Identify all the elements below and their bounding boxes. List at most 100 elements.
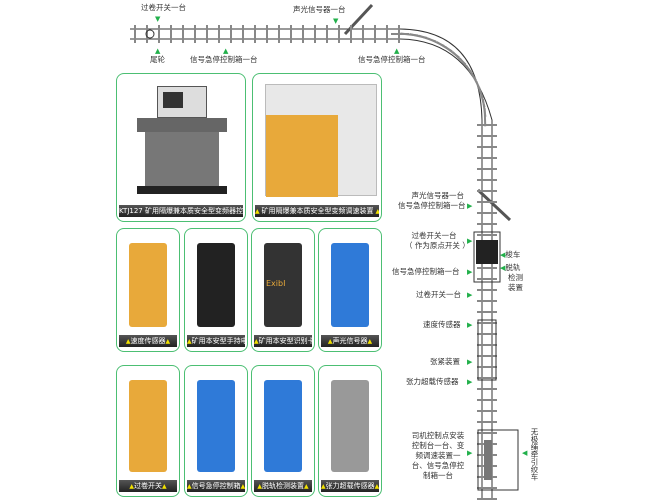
caption-text: 脱轨检测装置 bbox=[262, 482, 304, 490]
product-card-vfd: ▲ 矿用隔爆兼本质安全型变频调速装置 ▲ bbox=[252, 73, 382, 222]
marker-icon: ▶ bbox=[467, 449, 473, 457]
speed-sensor-image bbox=[129, 243, 167, 327]
id-card-text: ExibI bbox=[266, 279, 286, 288]
control-console-image bbox=[137, 86, 227, 196]
caption-marker-icon: ▲ bbox=[327, 338, 333, 345]
caption-text: 过卷开关 bbox=[134, 482, 162, 490]
marker-icon: ▶ bbox=[467, 202, 473, 210]
label-estop-1: 信号急停控制箱一台 bbox=[190, 55, 258, 64]
caption-text: 矿用本安型手持电台 bbox=[191, 337, 245, 345]
product-caption: ▲张力超载传感器▲ bbox=[321, 480, 379, 492]
marker-icon: ▶ bbox=[467, 358, 473, 366]
marker-icon: ▶ bbox=[467, 378, 473, 386]
product-card-control-console: KTJ127 矿用隔爆兼本质安全型变频器控制台 bbox=[116, 73, 246, 222]
label-line: 频调速装置一 bbox=[415, 451, 461, 460]
caption-text: 矿用隔爆兼本质安全型变频调速装置 bbox=[261, 207, 374, 215]
label-line: 控制台一台、变 bbox=[411, 441, 465, 450]
track-tie bbox=[483, 108, 487, 127]
caption-marker-icon: ▲ bbox=[129, 483, 134, 490]
product-card-radio: ▲矿用本安型手持电台▲ bbox=[184, 228, 248, 352]
label-line: 脱轨 bbox=[505, 263, 521, 272]
shuttle-car bbox=[476, 240, 498, 264]
label-top-limit-switch: 过卷开关一台 bbox=[141, 3, 186, 12]
caption-marker-icon: ▲ bbox=[162, 483, 167, 490]
label-line: 制箱一台 bbox=[423, 471, 453, 480]
label-speed-sensor: 速度传感器 bbox=[423, 320, 461, 329]
marker-icon: ◀ bbox=[522, 449, 528, 457]
limit-switch-image bbox=[129, 380, 167, 472]
label-line: （ 作为原点开关 ） bbox=[405, 241, 470, 250]
label-right-signal: 声光信号器一台信号急停控制箱一台 bbox=[398, 191, 466, 211]
label-line: 声光信号器一台 bbox=[411, 191, 465, 200]
product-caption: ▲ 矿用隔爆兼本质安全型变频调速装置 ▲ bbox=[255, 205, 379, 217]
label-tension-sensor: 张力超载传感器 bbox=[406, 377, 459, 386]
vfd-image bbox=[265, 84, 377, 197]
product-caption: KTJ127 矿用隔爆兼本质安全型变频器控制台 bbox=[119, 205, 243, 217]
caption-marker-icon: ▲ bbox=[255, 208, 262, 215]
caption-marker-icon: ▲ bbox=[367, 338, 373, 345]
marker-icon: ▼ bbox=[155, 15, 161, 23]
label-driver: 司机控制点安装控制台一台、变频调速装置一台、信号急停控制箱一台 bbox=[410, 431, 466, 481]
label-winch: 无极绳牵引绞车 bbox=[530, 428, 539, 481]
label-estop-3: 信号急停控制箱一台 bbox=[392, 267, 460, 276]
label-shuttle: ◀梭车 bbox=[500, 250, 520, 260]
marker-icon: ▶ bbox=[467, 237, 473, 245]
marker-icon: ▲ bbox=[155, 47, 161, 55]
label-line: 司机控制点安装 bbox=[411, 431, 465, 440]
product-caption: ▲过卷开关▲ bbox=[119, 480, 177, 492]
caption-text: 声光信号器 bbox=[332, 337, 368, 345]
caption-marker-icon: ▲ bbox=[240, 483, 245, 490]
estop-box-image bbox=[197, 380, 235, 472]
label-text: 梭车 bbox=[505, 250, 521, 259]
label-top-signal: 声光信号器一台 bbox=[293, 5, 346, 14]
marker-icon: ▼ bbox=[333, 17, 339, 25]
caption-marker-icon: ▲ bbox=[321, 483, 326, 490]
label-line: 信号急停控制箱一台 bbox=[398, 201, 466, 210]
product-caption: ▲脱轨检测装置▲ bbox=[254, 480, 312, 492]
caption-text: 信号急停控制箱 bbox=[191, 482, 241, 490]
marker-icon: ▲ bbox=[223, 47, 229, 55]
caption-marker-icon: ▲ bbox=[125, 338, 131, 345]
marker-icon: ▶ bbox=[467, 291, 473, 299]
caption-marker-icon: ▲ bbox=[187, 483, 192, 490]
label-derail: ◀脱轨检测装置 bbox=[500, 263, 523, 293]
caption-marker-icon: ▲ bbox=[304, 483, 309, 490]
label-line: 过卷开关一台 bbox=[411, 231, 457, 240]
signal-image bbox=[331, 243, 369, 327]
product-card-limit-switch: ▲过卷开关▲ bbox=[116, 365, 180, 497]
caption-marker-icon: ▲ bbox=[257, 483, 262, 490]
derail-detector-image bbox=[264, 380, 302, 472]
label-tail-wheel: 尾轮 bbox=[150, 55, 165, 64]
label-line: 装置 bbox=[508, 283, 523, 292]
label-line: 台、信号急停控 bbox=[411, 461, 465, 470]
caption-marker-icon: ▲ bbox=[187, 338, 192, 345]
marker-icon: ▶ bbox=[467, 321, 473, 329]
caption-marker-icon: ▲ bbox=[254, 338, 259, 345]
product-caption: ▲速度传感器▲ bbox=[119, 335, 177, 347]
product-caption: ▲声光信号器▲ bbox=[321, 335, 379, 347]
product-card-signal: ▲声光信号器▲ bbox=[318, 228, 382, 352]
caption-text: 矿用本安型识别卡 bbox=[258, 337, 312, 345]
product-card-speed-sensor: ▲速度传感器▲ bbox=[116, 228, 180, 352]
caption-text: 张力超载传感器 bbox=[325, 482, 375, 490]
radio-image bbox=[197, 243, 235, 327]
product-card-id-card: ExibI ▲矿用本安型识别卡▲ bbox=[251, 228, 315, 352]
product-card-tension-sensor: ▲张力超载传感器▲ bbox=[318, 365, 382, 497]
caption-marker-icon: ▲ bbox=[374, 483, 379, 490]
marker-icon: ◀ bbox=[500, 264, 506, 272]
label-limit-2: 过卷开关一台 bbox=[416, 290, 461, 299]
product-caption: ▲矿用本安型识别卡▲ bbox=[254, 335, 312, 347]
label-tensioner: 张紧装置 bbox=[430, 357, 460, 366]
product-caption: ▲矿用本安型手持电台▲ bbox=[187, 335, 245, 347]
marker-icon: ▲ bbox=[394, 47, 400, 55]
label-limit-origin: 过卷开关一台（ 作为原点开关 ） bbox=[405, 231, 470, 251]
marker-icon: ◀ bbox=[500, 251, 506, 259]
caption-marker-icon: ▲ bbox=[374, 208, 379, 215]
product-caption: ▲信号急停控制箱▲ bbox=[187, 480, 245, 492]
label-estop-2: 信号急停控制箱一台 bbox=[358, 55, 426, 64]
product-card-derail-detector: ▲脱轨检测装置▲ bbox=[251, 365, 315, 497]
caption-text: 速度传感器 bbox=[130, 337, 166, 345]
label-line: 检测 bbox=[508, 273, 523, 282]
caption-marker-icon: ▲ bbox=[165, 338, 171, 345]
